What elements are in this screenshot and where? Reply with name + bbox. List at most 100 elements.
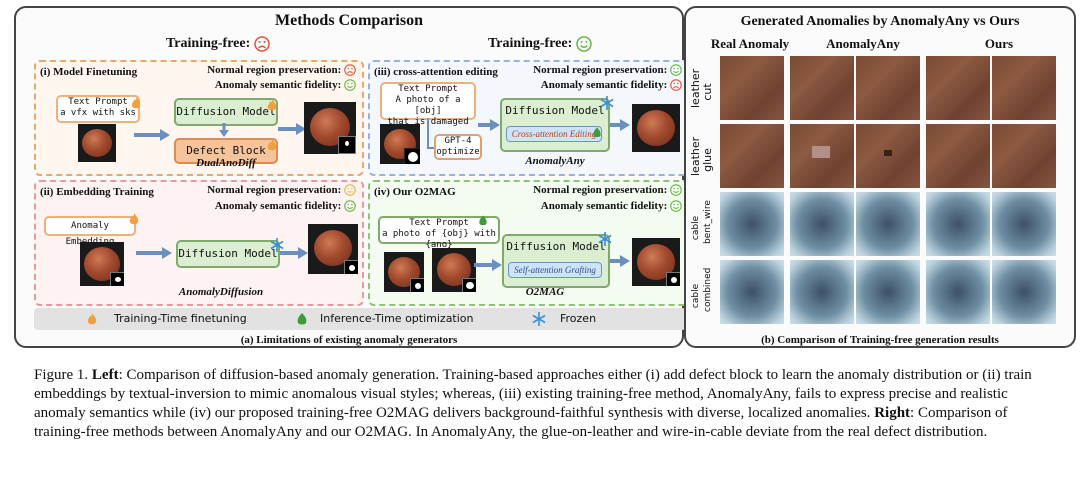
arrow-icon (134, 129, 170, 141)
model-finetuning-title: (i) Model Finetuning (40, 66, 138, 78)
model-finetuning-panel: (i) Model Finetuning Normal region prese… (34, 60, 364, 176)
normal-preservation-label: Normal region preservation: (207, 64, 356, 77)
col-anomalyany: AnomalyAny (826, 36, 900, 51)
happy-face-icon (344, 200, 356, 213)
sad-face-icon (670, 79, 682, 92)
left-title: Methods Comparison (274, 12, 423, 29)
training-free-happy-heading: Training-free: (488, 36, 592, 52)
embedding-training-title: (ii) Embedding Training (40, 186, 154, 198)
tile-anomalyany-leather-cut-2 (856, 56, 920, 120)
left-subcaption: (a) Limitations of existing anomaly gene… (240, 334, 458, 346)
tile-anomalyany-leather-glue-2 (856, 124, 920, 188)
right-subcaption: (b) Comparison of Training-free generati… (761, 334, 999, 346)
generated-apple-image (308, 224, 358, 274)
fire-icon (131, 97, 141, 109)
normal-apple-image (380, 124, 420, 164)
right-panel: Generated Anomalies by AnomalyAny vs Our… (684, 6, 1076, 348)
diffusion-model-box: Diffusion Model (174, 98, 278, 126)
tile-anomalyany-cable-bent-wire-2 (856, 192, 920, 256)
neutral-face-icon (344, 184, 356, 197)
tile-ours-leather-glue-2 (992, 124, 1056, 188)
method-name: AnomalyDiffusion (178, 286, 264, 298)
anomaly-mask (338, 136, 356, 154)
caption-left-word: Left (91, 367, 119, 383)
arrow-icon (280, 247, 308, 259)
o2mag-panel: (iv) Our O2MAG Normal region preservatio… (368, 180, 690, 306)
caption-right-text: : Comparison of training-free methods be… (34, 405, 1008, 440)
caption-label: Figure 1. (34, 367, 89, 383)
normal-preservation-label: Normal region preservation: (533, 184, 682, 197)
method-name: O2MAG (525, 286, 565, 298)
tile-real-cable-combined (720, 260, 784, 324)
sad-face-icon (344, 64, 356, 77)
cross-attention-title: (iii) cross-attention editing (374, 66, 498, 78)
leaf-icon (297, 313, 307, 325)
legend-snow-label: Frozen (560, 312, 597, 325)
caption-right-word: Right (874, 405, 911, 421)
arrow-icon (610, 119, 630, 131)
normal-apple-image (80, 242, 124, 286)
tile-real-cable-bent-wire (720, 192, 784, 256)
left-panel: Methods Comparison Training-free: Traini… (14, 6, 690, 348)
tile-ours-cable-combined-2 (992, 260, 1056, 324)
generated-apple-image (632, 238, 680, 286)
anomaly-embedding-box: Anomaly Embedding (44, 216, 136, 247)
happy-face-icon (670, 200, 682, 213)
tile-ours-cable-bent-wire-1 (926, 192, 990, 256)
method-name: DualAnoDiff (196, 157, 256, 169)
snowflake-icon (270, 238, 284, 252)
sad-face-icon (254, 36, 270, 52)
tile-anomalyany-cable-bent-wire-1 (790, 192, 854, 256)
cross-attention-editing-panel: (iii) cross-attention editing Normal reg… (368, 60, 690, 176)
tile-anomalyany-cable-combined-1 (790, 260, 854, 324)
semantic-fidelity-label: Anomaly semantic fidelity: (215, 79, 356, 92)
tile-ours-cable-bent-wire-2 (992, 192, 1056, 256)
tile-anomalyany-leather-glue-1 (790, 124, 854, 188)
generated-apple-image (632, 104, 680, 152)
arrow-icon (278, 123, 306, 135)
normal-preservation-label: Normal region preservation: (207, 184, 356, 197)
fire-icon (267, 99, 277, 111)
generated-apple-image (304, 102, 356, 154)
training-free-sad-heading: Training-free: (166, 36, 270, 52)
semantic-fidelity-label: Anomaly semantic fidelity: (541, 79, 682, 92)
legend-fire-label: Training-Time finetuning (114, 312, 247, 325)
tile-ours-leather-cut-1 (926, 56, 990, 120)
normal-apple-image (384, 252, 424, 292)
semantic-fidelity-label: Anomaly semantic fidelity: (541, 200, 682, 213)
reference-anomaly-image (432, 248, 476, 292)
col-real-anomaly: Real Anomaly (710, 36, 790, 51)
tile-anomalyany-cable-combined-2 (856, 260, 920, 324)
leaf-icon (479, 215, 487, 226)
fire-icon (129, 213, 139, 225)
diffusion-model-box: Diffusion Model (176, 240, 280, 268)
tile-ours-leather-glue-1 (926, 124, 990, 188)
snowflake-icon (532, 312, 546, 326)
tile-ours-leather-cut-2 (992, 56, 1056, 120)
tile-ours-cable-combined-1 (926, 260, 990, 324)
tile-real-leather-glue (720, 124, 784, 188)
fire-icon (267, 139, 277, 151)
tile-real-leather-cut (720, 56, 784, 120)
arrow-icon (610, 255, 630, 267)
diffusion-model-box: Diffusion Model (502, 234, 610, 288)
happy-face-icon (670, 64, 682, 77)
normal-apple-image (78, 124, 116, 162)
legend-leaf-label: Inference-Time optimization (320, 312, 474, 325)
semantic-fidelity-label: Anomaly semantic fidelity: (215, 200, 356, 213)
arrow-icon (478, 119, 500, 131)
happy-face-icon (670, 184, 682, 197)
normal-preservation-label: Normal region preservation: (533, 64, 682, 77)
right-title: Generated Anomalies by AnomalyAny vs Our… (740, 14, 1020, 29)
arrow-icon (136, 247, 172, 259)
self-attention-grafting-box: Self-attention Grafting (508, 262, 602, 278)
legend: Training-Time finetuning Inference-Time … (34, 308, 686, 330)
leaf-icon (593, 127, 601, 138)
embedding-training-panel: (ii) Embedding Training Normal region pr… (34, 180, 364, 306)
happy-face-icon (344, 79, 356, 92)
